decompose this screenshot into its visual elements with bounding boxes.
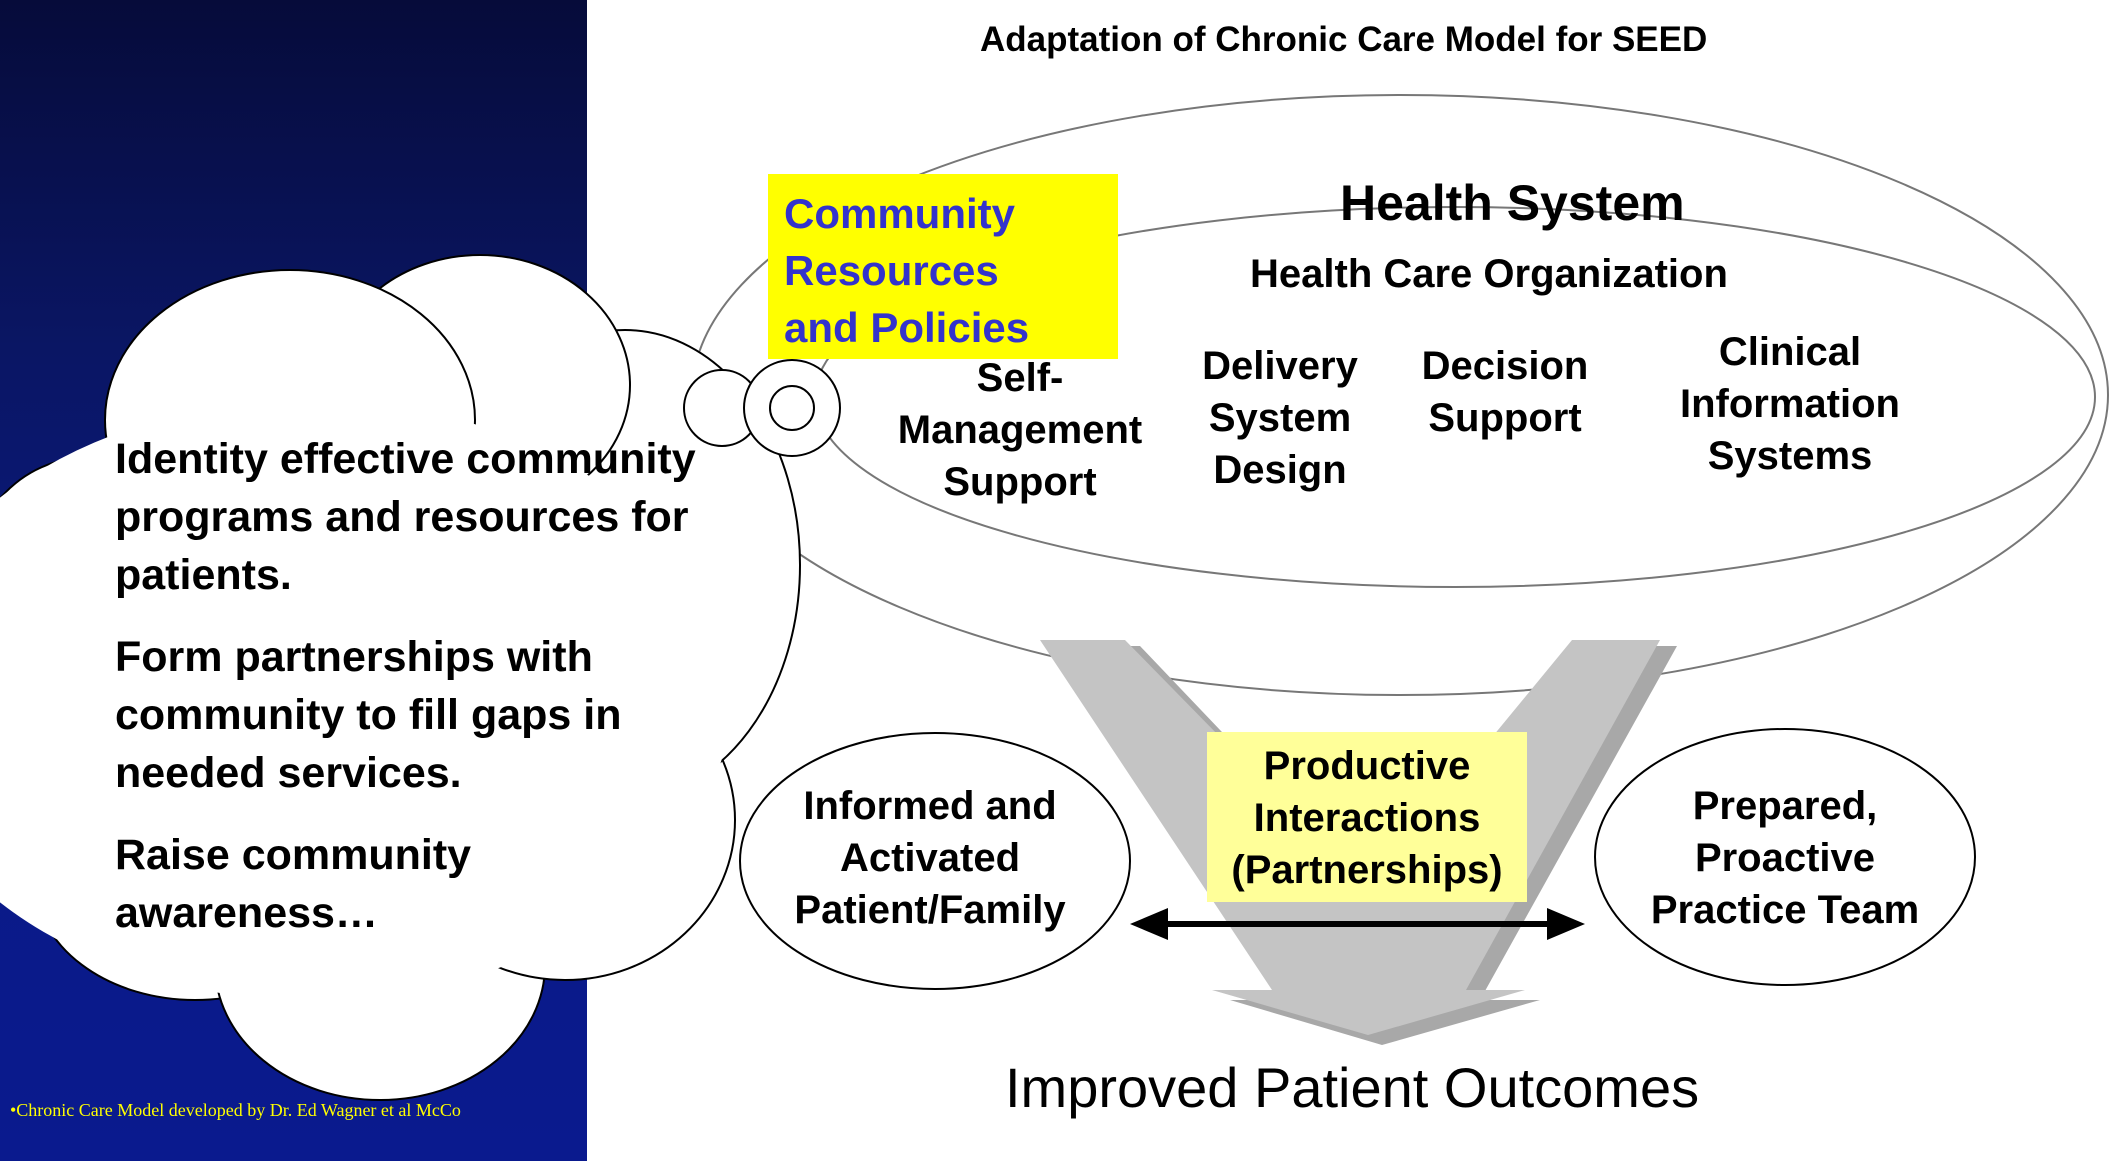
improved-outcomes: Improved Patient Outcomes xyxy=(1005,1056,1700,1119)
diagram-title: Adaptation of Chronic Care Model for SEE… xyxy=(980,20,1708,59)
practice-team-ellipse xyxy=(1594,728,1976,986)
footnote: •Chronic Care Model developed by Dr. Ed … xyxy=(10,1100,461,1120)
productive-interactions-label: Productive Interactions (Partnerships) xyxy=(1231,744,1503,892)
practice-team-label: Prepared, Proactive Practice Team xyxy=(1650,784,1920,932)
bubble-item: Raise community awareness… xyxy=(115,831,472,937)
health-care-organization: Health Care Organization xyxy=(1250,252,1728,296)
health-system-title: Health System xyxy=(1340,175,1685,231)
clinical-information-systems: Clinical Information Systems xyxy=(1680,330,1900,478)
community-box xyxy=(768,174,1118,359)
arrowhead-right xyxy=(1547,908,1585,940)
patient-family-label: Informed and Activated Patient/Family xyxy=(794,784,1066,932)
community-label: Community Resources and Policies xyxy=(784,190,1030,351)
delivery-system-design: Delivery System Design xyxy=(1202,344,1358,492)
self-management-support: Self- Management Support xyxy=(897,356,1143,504)
thought-cloud xyxy=(0,254,841,1101)
patient-ellipse xyxy=(739,732,1131,990)
bubble-item: Identity effective community programs an… xyxy=(115,435,696,599)
decision-support: Decision Support xyxy=(1421,344,1589,440)
bubble-item: Form partnerships with community to fill… xyxy=(115,633,622,797)
arrowhead-left xyxy=(1130,908,1168,940)
interactions-box xyxy=(1207,732,1527,902)
bubble-text: Identity effective community programs an… xyxy=(115,430,715,966)
